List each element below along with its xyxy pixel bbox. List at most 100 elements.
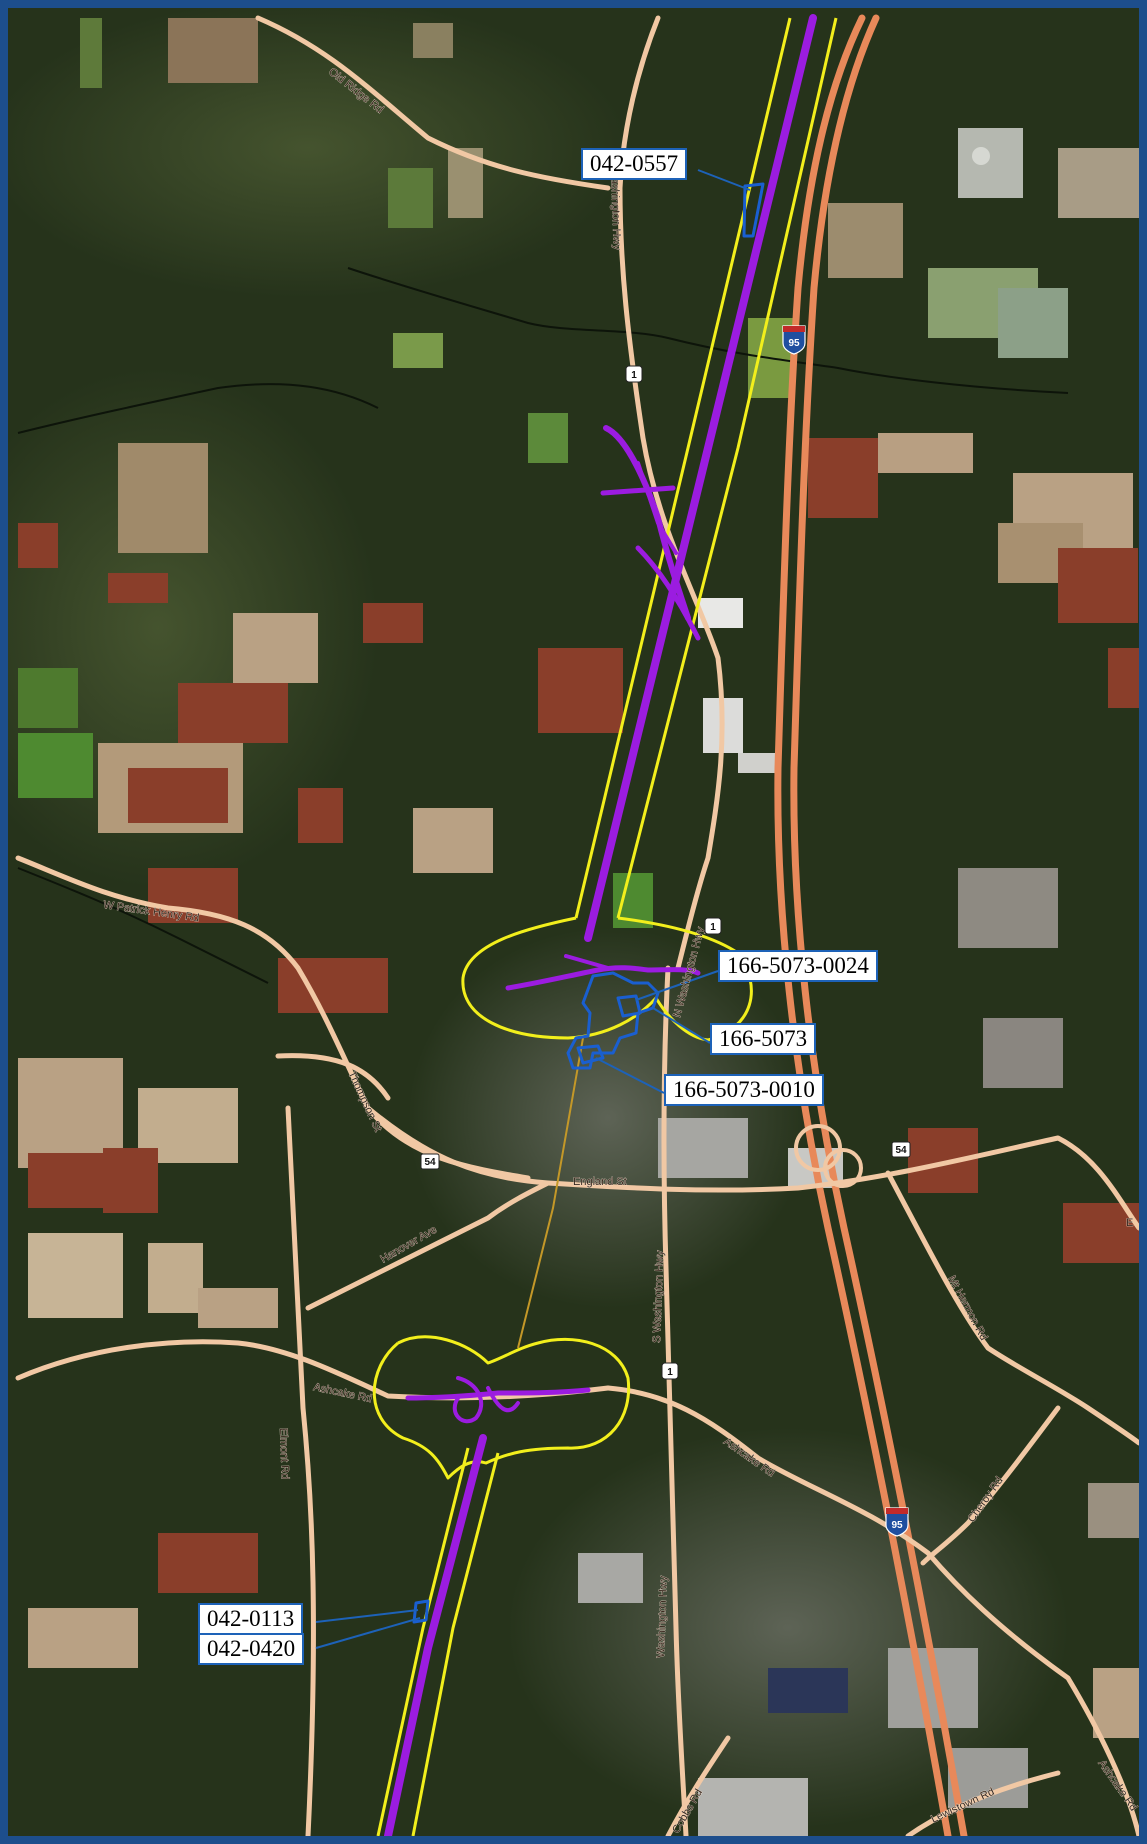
route-main-north bbox=[584, 14, 817, 942]
field bbox=[103, 1148, 158, 1213]
field bbox=[28, 1153, 108, 1208]
field bbox=[168, 18, 258, 83]
farm-fields bbox=[18, 18, 1139, 1738]
site-042-0113 bbox=[412, 1599, 430, 1624]
field bbox=[1108, 648, 1139, 708]
state-shield-east: 54 bbox=[891, 1141, 911, 1158]
route-spur-south bbox=[405, 1387, 591, 1401]
route-spur-central bbox=[564, 954, 610, 970]
leader-042-0557 bbox=[697, 169, 751, 191]
callout-042-0113[interactable]: 042-0113 bbox=[198, 1603, 304, 1635]
interstate-95 bbox=[774, 14, 968, 1836]
field bbox=[528, 413, 568, 463]
commercial-block bbox=[948, 1748, 1028, 1808]
stream-west bbox=[17, 383, 379, 434]
architectural-sites bbox=[412, 182, 765, 1624]
callout-166-5073[interactable]: 166-5073 bbox=[710, 1023, 817, 1055]
quarry-pit bbox=[998, 288, 1068, 358]
mt-hermon-road bbox=[885, 1170, 1139, 1446]
shield-va54-west: 54 bbox=[424, 1157, 436, 1168]
field bbox=[28, 1608, 138, 1668]
route-crossing-spur bbox=[636, 461, 678, 555]
lewistown-road bbox=[905, 1770, 1061, 1836]
field bbox=[148, 868, 238, 923]
leader-166-5073 bbox=[652, 1007, 711, 1044]
cobbs-road bbox=[665, 1735, 731, 1836]
callout-042-0557[interactable]: 042-0557 bbox=[581, 148, 688, 180]
solar-field bbox=[768, 1668, 848, 1713]
corridor-south-buffer bbox=[372, 1335, 631, 1480]
corridor-north-east-edge bbox=[616, 17, 838, 919]
site-166-5073-0024 bbox=[616, 994, 642, 1018]
proposed-route bbox=[384, 14, 817, 1836]
stream-central bbox=[17, 867, 269, 984]
field bbox=[878, 433, 973, 473]
field bbox=[388, 168, 433, 228]
i95-northbound bbox=[790, 14, 968, 1836]
label-elmont-road: Elmont Rd bbox=[277, 1428, 291, 1480]
leader-042-0420 bbox=[315, 1617, 421, 1649]
field bbox=[80, 18, 102, 88]
callout-166-5073-0024[interactable]: 166-5073-0024 bbox=[718, 950, 878, 982]
shield-us1-north: 1 bbox=[631, 370, 637, 381]
site-166-5073-0010 bbox=[576, 1044, 605, 1065]
callout-leaders bbox=[315, 169, 751, 1649]
route-spur-south-loop bbox=[486, 1386, 520, 1413]
field bbox=[18, 733, 93, 798]
route-shields: 95 95 1 1 1 54 54 bbox=[420, 325, 911, 1537]
elmont-road bbox=[285, 1105, 316, 1836]
quarry bbox=[1058, 148, 1139, 218]
town-haze bbox=[408, 928, 808, 1308]
field bbox=[118, 443, 208, 553]
interchange-loop bbox=[823, 1148, 863, 1188]
field bbox=[413, 23, 453, 58]
thompson-street bbox=[275, 1053, 391, 1101]
shield-us1-south: 1 bbox=[667, 1367, 673, 1378]
callout-042-0420[interactable]: 042-0420 bbox=[198, 1633, 305, 1665]
field bbox=[1093, 1668, 1139, 1738]
interchange-loop bbox=[794, 1124, 842, 1172]
shield-va54-east: 54 bbox=[895, 1145, 907, 1156]
corridor-south-east-edge bbox=[411, 1452, 500, 1836]
field bbox=[178, 683, 288, 743]
ashcake-road-west bbox=[15, 1339, 611, 1401]
shield-i95-south: 95 bbox=[891, 1520, 903, 1531]
site-042-0557 bbox=[742, 182, 765, 238]
streams bbox=[17, 267, 1069, 984]
hanover-avenue bbox=[305, 1180, 551, 1311]
route-thin-segment bbox=[517, 1037, 584, 1349]
field bbox=[28, 1233, 123, 1318]
route-spur-central bbox=[505, 965, 701, 991]
ashcake-road-east bbox=[605, 1385, 1139, 1836]
label-washington-hwy-south: Washington Hwy bbox=[655, 1575, 670, 1658]
label-england-street: England St bbox=[573, 1176, 627, 1188]
commercial-block bbox=[698, 1778, 808, 1836]
field bbox=[538, 648, 623, 733]
field bbox=[393, 333, 443, 368]
route-crossing-ramp bbox=[600, 485, 676, 496]
route-main-south bbox=[384, 1434, 487, 1836]
route-crossing-ramp bbox=[635, 545, 701, 641]
interstate-shield-north: 95 bbox=[782, 325, 806, 355]
field bbox=[363, 603, 423, 643]
interchanges bbox=[794, 1124, 863, 1188]
field bbox=[148, 1243, 203, 1313]
corridor-north-west-edge bbox=[574, 17, 792, 919]
warehouse bbox=[738, 753, 778, 773]
field bbox=[158, 1533, 258, 1593]
i95-southbound bbox=[774, 14, 952, 1836]
field bbox=[298, 788, 343, 843]
callout-166-5073-0010[interactable]: 166-5073-0010 bbox=[664, 1074, 824, 1106]
interstate-shield-south: 95 bbox=[885, 1507, 909, 1537]
field bbox=[233, 613, 318, 683]
england-street bbox=[365, 1105, 1139, 1231]
stream-north bbox=[347, 267, 1069, 394]
leader-166-5073-0024 bbox=[635, 970, 719, 1001]
field bbox=[18, 668, 78, 728]
field bbox=[128, 768, 228, 823]
us-shield-mid: 1 bbox=[704, 917, 722, 935]
forest-north-haze bbox=[8, 8, 628, 298]
shield-us1-mid: 1 bbox=[710, 922, 716, 933]
washington-hwy-south bbox=[661, 965, 689, 1836]
map-canvas[interactable]: Old Ridge Rd Washington Hwy W Patrick He… bbox=[8, 8, 1139, 1836]
